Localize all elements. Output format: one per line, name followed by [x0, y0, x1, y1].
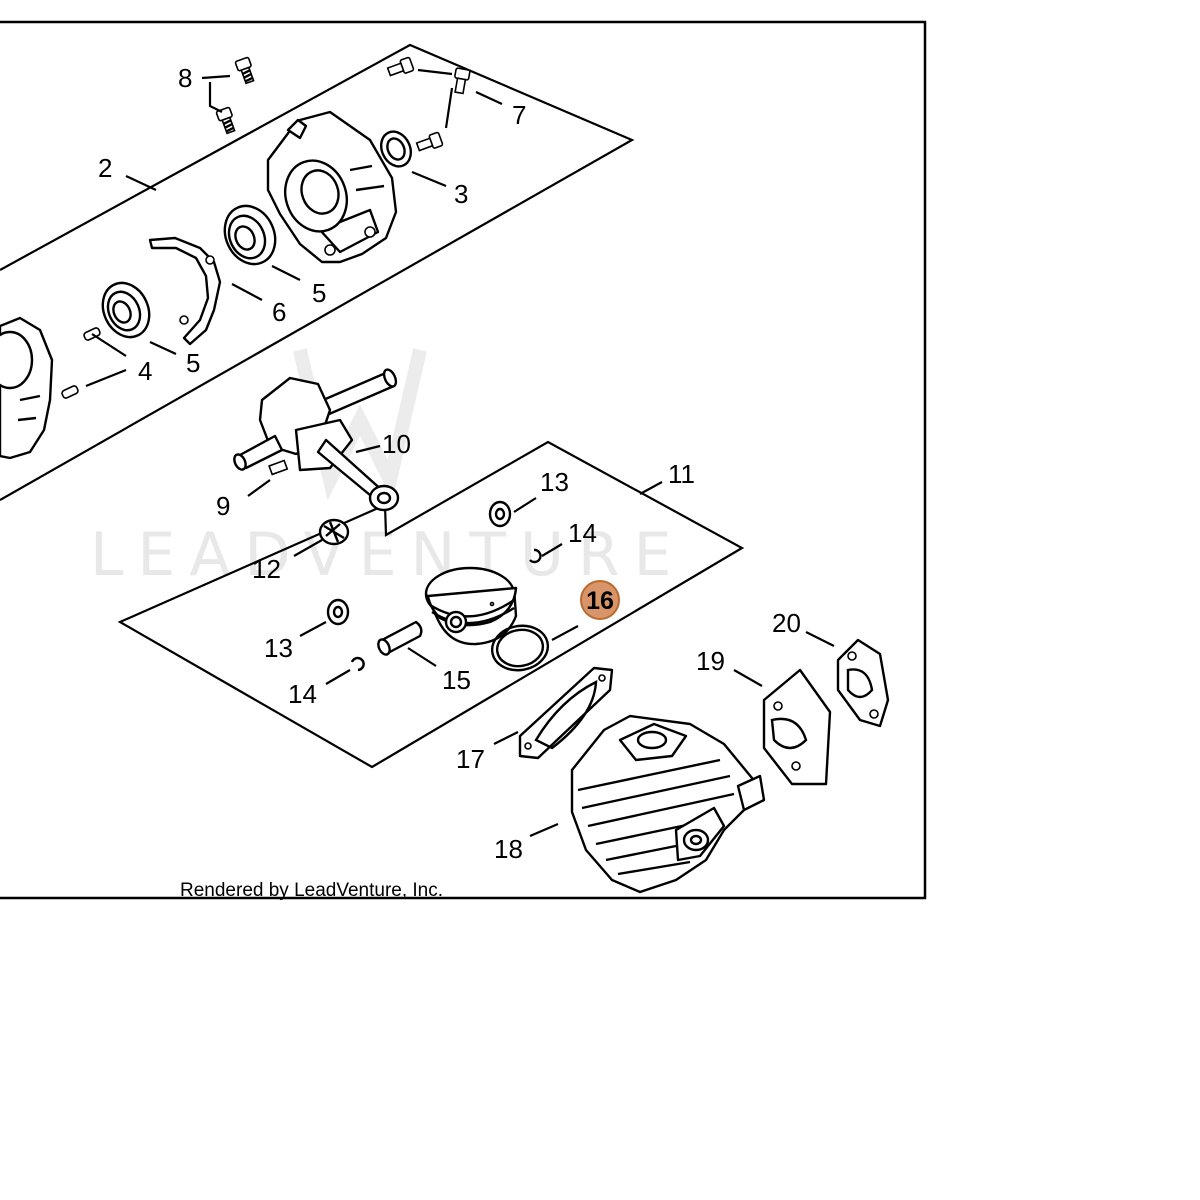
callout-15[interactable]: 15 — [442, 665, 471, 695]
ball-bearing-part-5-upper[interactable] — [216, 198, 285, 273]
screw-part-7[interactable] — [386, 56, 471, 153]
callout-20[interactable]: 20 — [772, 608, 801, 638]
piston-ring-part-16[interactable] — [489, 621, 552, 674]
callout-2[interactable]: 2 — [98, 153, 112, 183]
crankcase-half-left[interactable] — [0, 316, 54, 460]
callout-18[interactable]: 18 — [494, 834, 523, 864]
ball-bearing-part-5-lower[interactable] — [94, 275, 158, 344]
callout-14-upper[interactable]: 14 — [568, 518, 597, 548]
callout-10[interactable]: 10 — [382, 429, 411, 459]
callout-9[interactable]: 9 — [216, 491, 230, 521]
callout-3[interactable]: 3 — [454, 179, 468, 209]
watermark-text: LEADVENTURE — [90, 520, 686, 590]
callout-12[interactable]: 12 — [252, 554, 281, 584]
callout-11[interactable]: 11 — [668, 459, 695, 489]
diagram-frame — [0, 20, 927, 900]
callout-5-upper[interactable]: 5 — [312, 278, 326, 308]
needle-cage-part-12[interactable] — [318, 518, 350, 546]
crankshaft-part-10[interactable] — [232, 368, 400, 512]
crankcase-gasket-part-6[interactable] — [148, 236, 222, 346]
cylinder-gasket-part-17[interactable] — [518, 666, 614, 760]
intake-gasket-part-19[interactable] — [762, 668, 832, 786]
dowel-pin-part-4[interactable] — [61, 327, 101, 399]
screw-part-8[interactable] — [215, 56, 256, 135]
callout-4[interactable]: 4 — [138, 356, 152, 386]
washer-part-13-lower[interactable] — [326, 598, 350, 626]
circlip-part-14-lower[interactable] — [350, 656, 365, 672]
oil-seal-part-3[interactable] — [376, 127, 417, 171]
callout-8[interactable]: 8 — [178, 63, 192, 93]
crankcase-half-part-2[interactable] — [266, 110, 398, 264]
callout-13-lower[interactable]: 13 — [264, 633, 293, 663]
cylinder-part-18[interactable] — [570, 714, 766, 894]
circlip-part-14-upper[interactable] — [529, 548, 542, 564]
piston-pin-part-15[interactable] — [376, 620, 423, 656]
highlight-badge — [580, 580, 620, 620]
watermark: LEADVENTURE — [90, 348, 686, 590]
callout-7[interactable]: 7 — [512, 100, 526, 130]
callout-17[interactable]: 17 — [456, 744, 485, 774]
callout-16-highlight[interactable]: 16 — [580, 580, 620, 620]
callout-5-lower[interactable]: 5 — [186, 348, 200, 378]
key-part-9[interactable] — [268, 459, 289, 476]
callout-6[interactable]: 6 — [272, 297, 286, 327]
callout-16[interactable]: 16 — [586, 587, 614, 615]
callout-13-upper[interactable]: 13 — [540, 467, 569, 497]
callout-19[interactable]: 19 — [696, 646, 725, 676]
leader-lines — [85, 68, 835, 838]
footer-credit: Rendered by LeadVenture, Inc. — [180, 880, 443, 901]
intake-gasket-part-20[interactable] — [836, 638, 890, 728]
crankcase-group-box — [0, 43, 635, 501]
piston[interactable] — [424, 566, 518, 646]
washer-part-13-upper[interactable] — [488, 500, 512, 528]
callout-14-lower[interactable]: 14 — [288, 679, 317, 709]
